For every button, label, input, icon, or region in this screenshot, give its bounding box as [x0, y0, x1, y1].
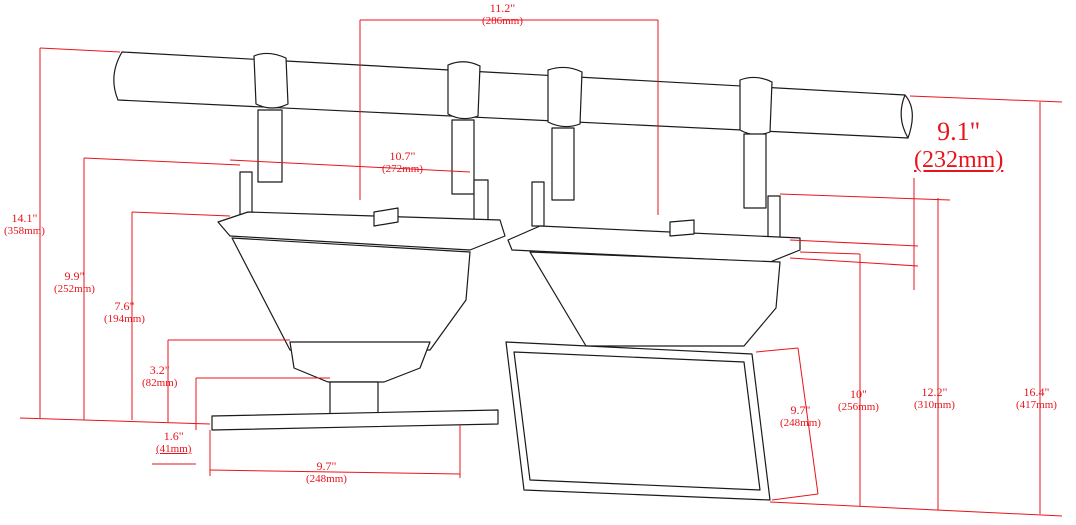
fixture-outline: [113, 51, 913, 501]
pipe-clamps: [253, 52, 773, 136]
dim-left-neck-height: 3.2"(82mm): [142, 363, 178, 390]
dim-bracket-offset: 9.1"(232mm): [914, 117, 1004, 174]
dim-base-thickness: 1.6"(41mm): [156, 429, 192, 456]
light-panel: [505, 341, 771, 501]
mounting-pipe: [113, 51, 913, 139]
dim-right-mid-height: 12.2"(310mm): [914, 385, 955, 412]
dim-left-total-height: 14.1"(358mm): [4, 211, 45, 238]
dim-panel-width: 9.7"(248mm): [780, 403, 821, 430]
dim-right-total-height: 16.4"(417mm): [1016, 385, 1057, 412]
dim-left-housing-height: 7.6"(194mm): [104, 299, 145, 326]
dim-right-body-height: 10"(256mm): [838, 387, 879, 414]
dim-left-body-height: 9.9"(252mm): [54, 269, 95, 296]
dimension-lines: [19, 19, 1063, 517]
dim-inner-spacing: 10.7"(272mm): [382, 149, 423, 176]
dim-top-spacing: 11.2"(286mm): [482, 1, 523, 28]
dim-base-width: 9.7"(248mm): [306, 459, 347, 486]
left-fixture: [211, 207, 506, 431]
right-fixture: [507, 219, 801, 347]
